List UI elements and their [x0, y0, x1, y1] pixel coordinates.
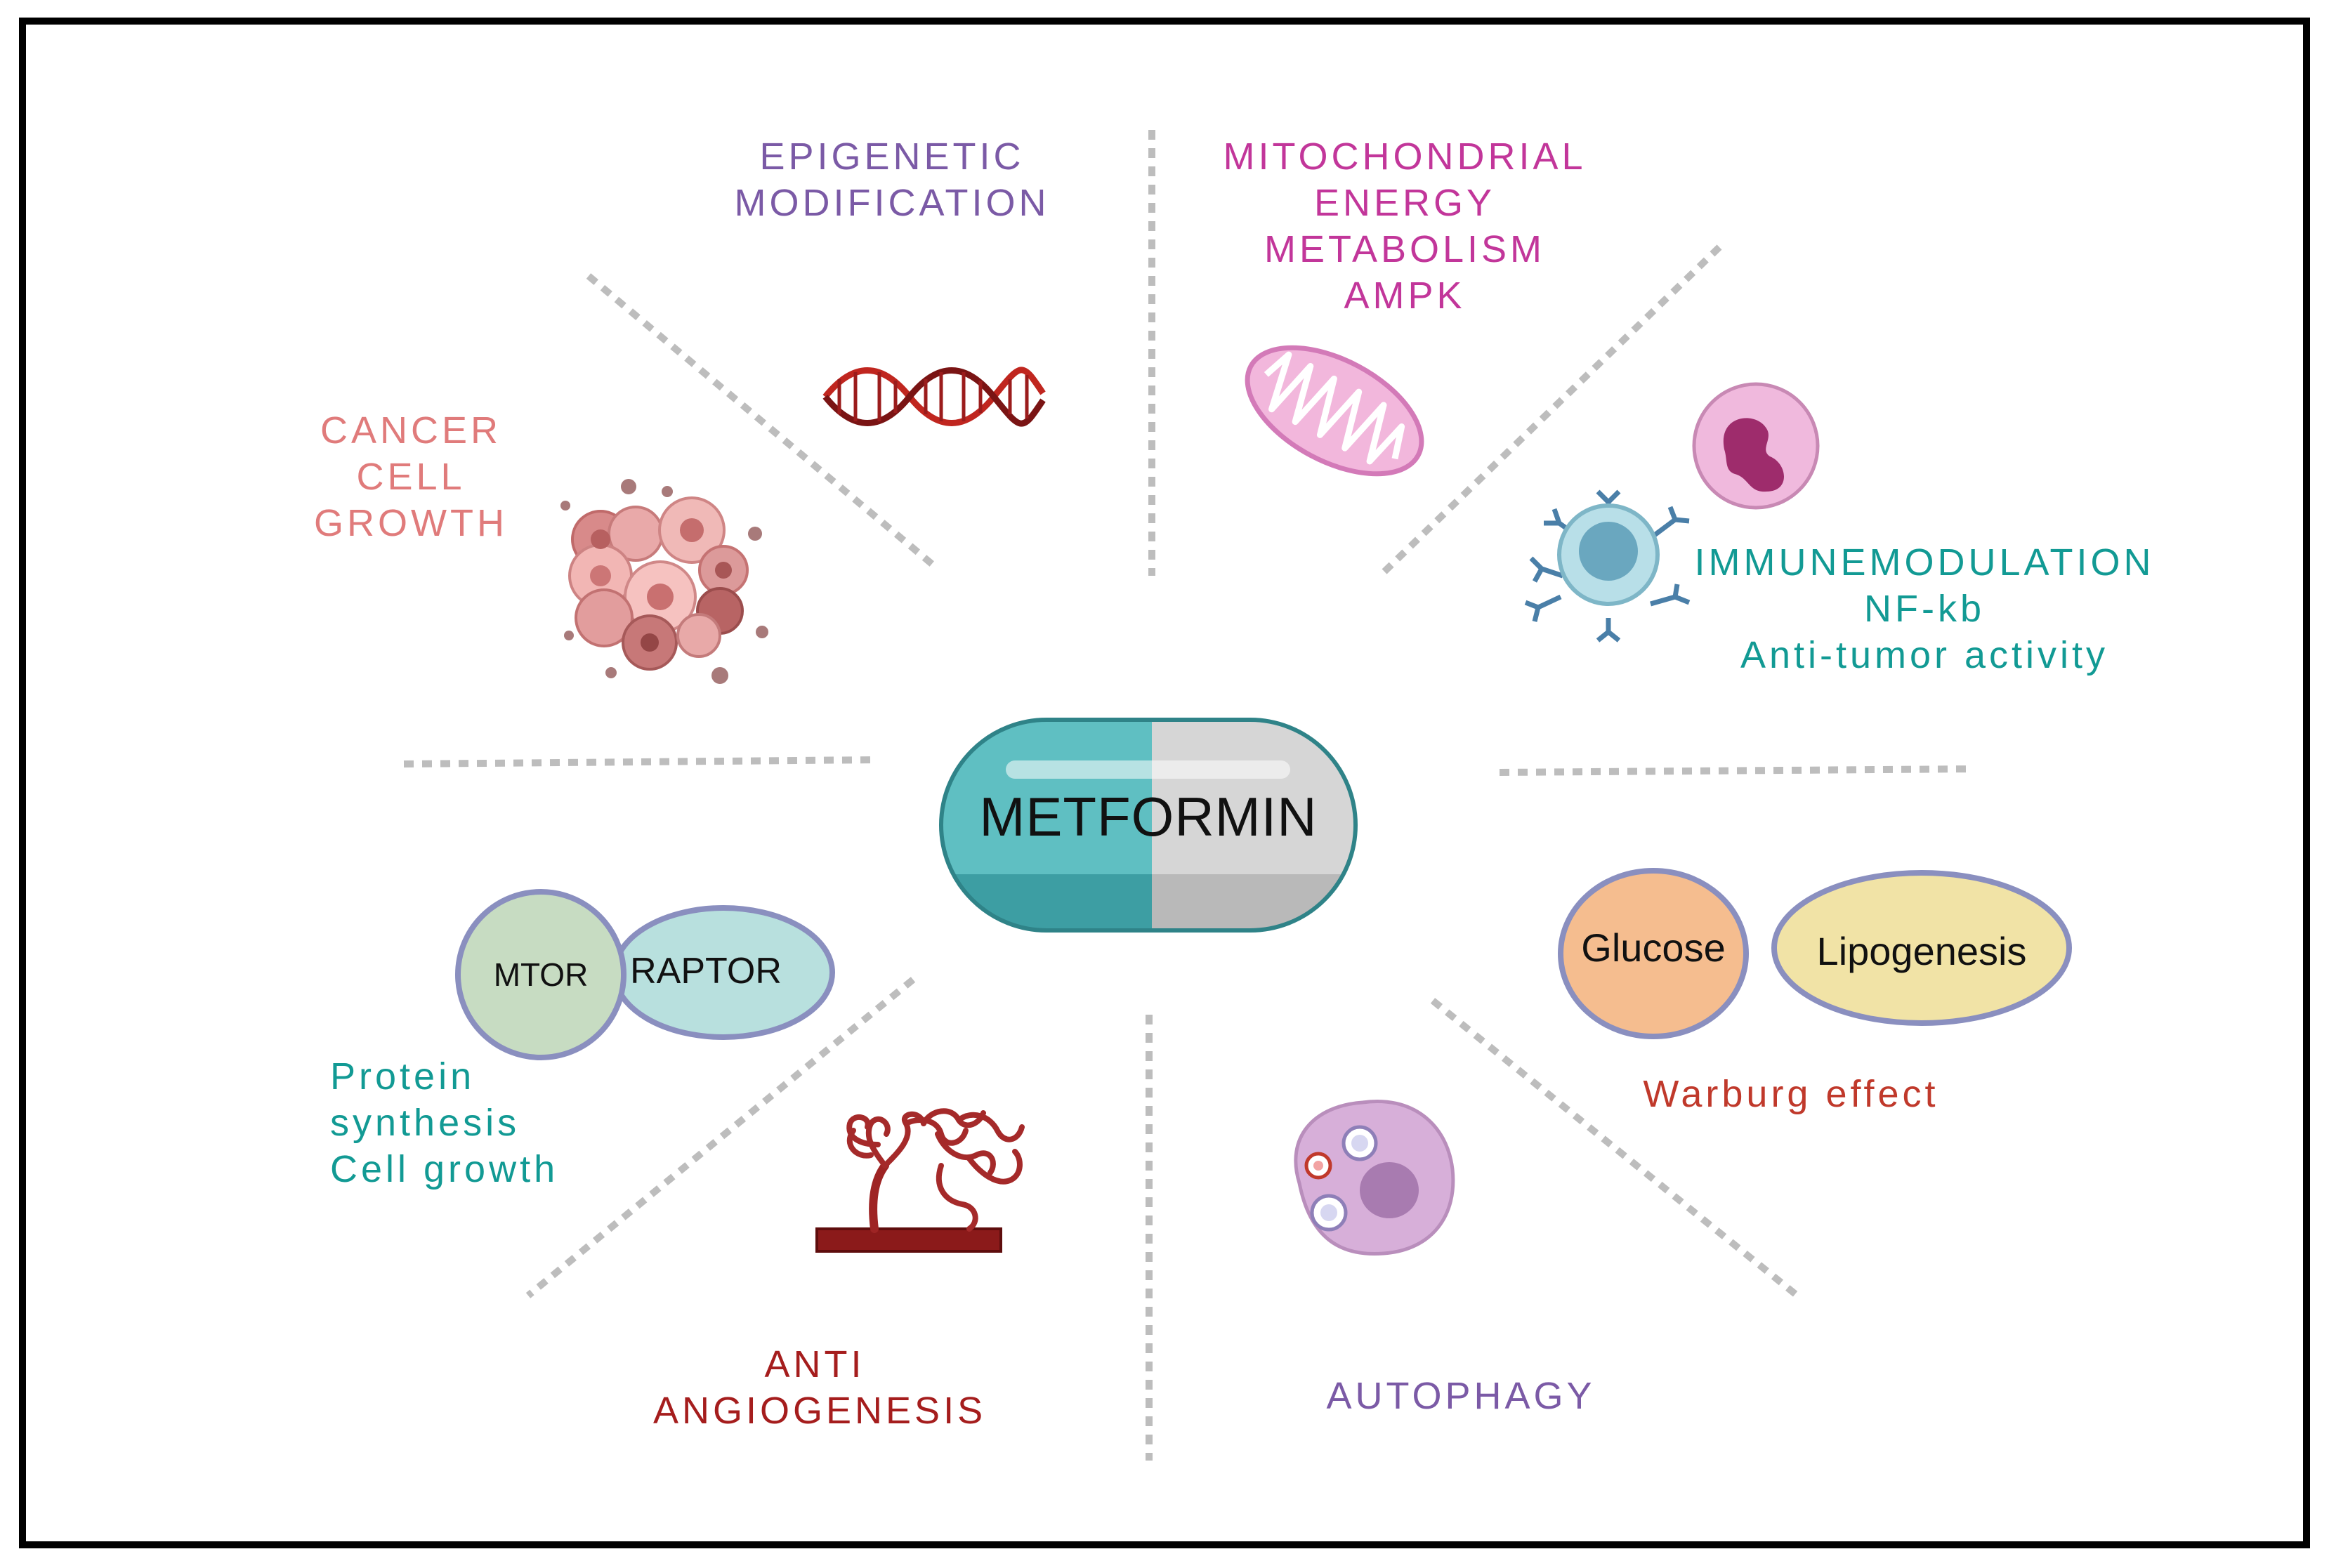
mitochondrial-line-2: ENERGY — [1313, 182, 1496, 224]
lymphocyte-icon — [1524, 489, 1691, 643]
mitochondrial-line-3: METABOLISM — [1264, 228, 1546, 270]
cancer-line-3: GROWTH — [314, 502, 508, 544]
glucose-lipogenesis — [1558, 868, 2072, 1039]
frame-border — [19, 18, 2310, 1548]
divider-lines — [403, 130, 1974, 1461]
angiogenesis-label: ANTI ANGIOGENESIS — [653, 1341, 987, 1434]
epigenetic-label: EPIGENETIC MODIFICATION — [702, 133, 1082, 226]
epigenetic-line-2: MODIFICATION — [734, 182, 1050, 224]
dna-icon — [822, 367, 1046, 427]
mitochondrion-icon — [1245, 345, 1424, 477]
angiogenesis-line-2: ANGIOGENESIS — [653, 1390, 987, 1432]
protein-line-1: Protein — [330, 1055, 475, 1098]
lipogenesis-label: Lipogenesis — [1816, 929, 2027, 973]
autophagy-label: AUTOPHAGY — [1313, 1373, 1608, 1419]
mitochondrial-label: MITOCHONDRIAL ENERGY METABOLISM AMPK — [1194, 133, 1615, 319]
immune-line-1: IMMUNEMODULATION — [1694, 541, 2155, 584]
autophagy-line-1: AUTOPHAGY — [1326, 1375, 1596, 1417]
blood-vessel-icon — [815, 1108, 1025, 1253]
protein-label: Protein synthesis Cell growth — [330, 1053, 558, 1192]
divider-top-left — [586, 273, 940, 572]
mtor-circle — [455, 889, 626, 1060]
cancer-label: CANCER CELL GROWTH — [291, 407, 530, 546]
tumor-cells-icon — [560, 479, 768, 684]
raptor-label: RAPTOR — [630, 951, 782, 991]
immune-line-3: Anti-tumor activity — [1740, 634, 2109, 676]
mtor-label: MTOR — [493, 956, 589, 993]
divider-top-right — [1381, 244, 1722, 575]
mitochondrial-line-1: MITOCHONDRIAL — [1223, 136, 1587, 178]
divider-right — [1499, 765, 1974, 776]
mtor-raptor-complex — [455, 889, 835, 1060]
cancer-line-2: CELL — [356, 456, 466, 498]
divider-left — [403, 756, 879, 767]
pill-label: METFORMIN — [979, 786, 1318, 848]
warburg-line-1: Warburg effect — [1643, 1073, 1939, 1115]
autophagy-cell-icon — [1294, 1100, 1455, 1256]
mitochondrial-line-4: AMPK — [1344, 275, 1466, 317]
protein-line-3: Cell growth — [330, 1148, 559, 1190]
immune-line-2: NF-kb — [1864, 588, 1985, 630]
angiogenesis-line-1: ANTI — [764, 1343, 865, 1385]
glucose-oval — [1558, 868, 1749, 1039]
immune-label: IMMUNEMODULATION NF-kb Anti-tumor activi… — [1693, 539, 2156, 678]
warburg-label: Warburg effect — [1608, 1071, 1974, 1117]
glucose-label: Glucose — [1581, 925, 1726, 970]
epigenetic-line-1: EPIGENETIC — [759, 136, 1025, 178]
protein-line-2: synthesis — [330, 1102, 520, 1144]
cancer-line-1: CANCER — [320, 409, 502, 452]
divider-bottom-right — [1430, 998, 1804, 1302]
neutrophil-icon — [1692, 382, 1820, 510]
lipogenesis-oval — [1771, 870, 2072, 1026]
